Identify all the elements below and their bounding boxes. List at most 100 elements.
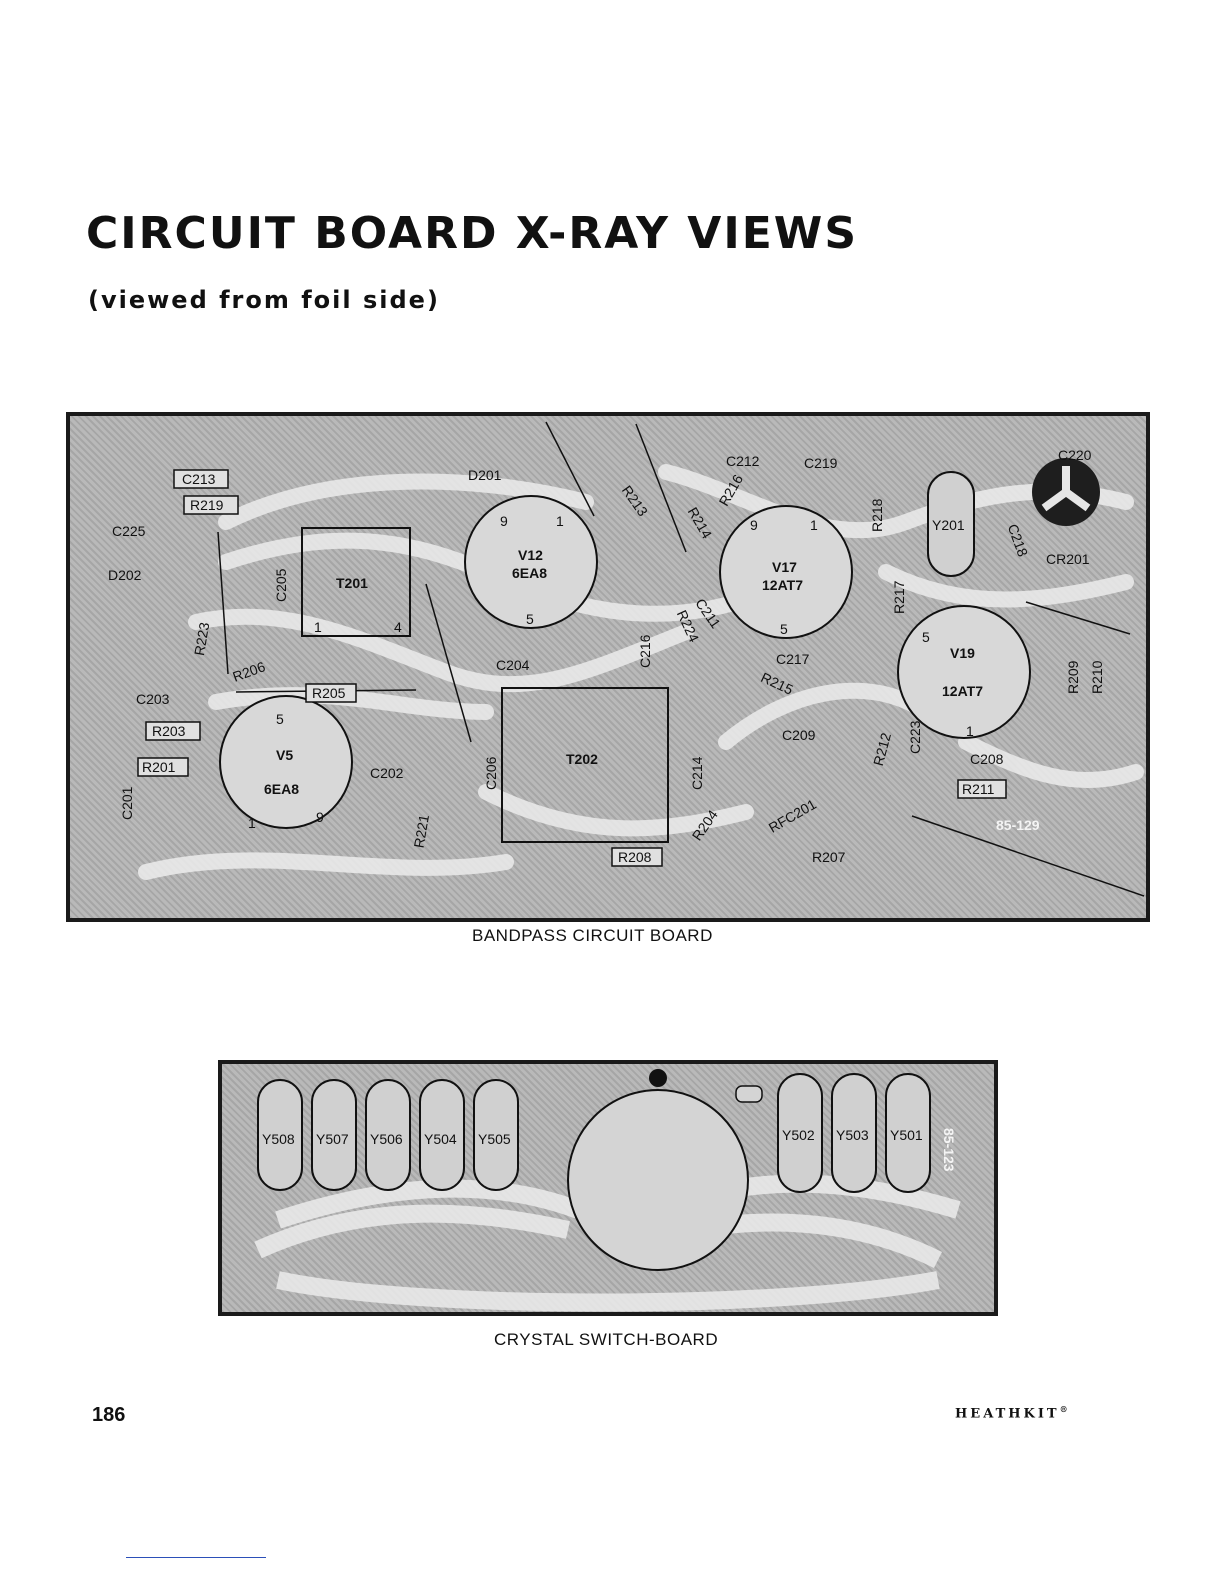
- crystal-label: Y505: [478, 1131, 511, 1147]
- resistor-outline: [137, 757, 189, 777]
- component-label: D202: [108, 567, 142, 583]
- component-label: C213: [182, 471, 216, 487]
- tube-pin-label: 9: [316, 809, 324, 825]
- tube-socket: [464, 495, 598, 629]
- crystal-label: Y501: [890, 1127, 923, 1143]
- footer-rule: [126, 1557, 266, 1558]
- brand-logo: HEATHKIT®: [955, 1404, 1068, 1421]
- component-label: R205: [312, 685, 346, 701]
- tube-socket: [219, 695, 353, 829]
- component-label: C204: [496, 657, 530, 673]
- component-label: C220: [1058, 447, 1092, 463]
- crystal-label: Y506: [370, 1131, 403, 1147]
- component-label: C214: [689, 756, 705, 790]
- tube-type-label: 12AT7: [762, 577, 803, 593]
- foil-traces: [138, 464, 1144, 880]
- component-label: R201: [142, 759, 176, 775]
- tube-type-label: 12AT7: [942, 683, 983, 699]
- tube-ref-label: V19: [950, 645, 975, 661]
- page-subtitle: (viewed from foil side): [88, 286, 440, 314]
- component-label: R207: [812, 849, 846, 865]
- bandpass-board-drawing: V12 6EA8 9 1 5 V17 12AT7 9 1 5 V19 12AT7…: [108, 421, 1145, 897]
- transformer-outline: [501, 687, 669, 843]
- component-label: R212: [870, 731, 894, 768]
- transformer-label: T202: [566, 751, 598, 767]
- tube-pin-label: 9: [750, 517, 758, 533]
- crystal-outline: [831, 1073, 877, 1193]
- component-label: R206: [230, 658, 267, 685]
- crystal-outline: [885, 1073, 931, 1193]
- crystal-row-left: Y508 Y507 Y506 Y504 Y505: [257, 1079, 519, 1191]
- page-number: 186: [92, 1404, 126, 1426]
- crystal-label: Y201: [932, 517, 965, 533]
- tube-type-label: 6EA8: [512, 565, 547, 581]
- tube-pin-label: 1: [810, 517, 818, 533]
- tube-pin-label: 1: [556, 513, 564, 529]
- component-label: R218: [869, 498, 885, 532]
- component-label: C202: [370, 765, 404, 781]
- tube-socket: [719, 505, 853, 639]
- crystal-outline: [419, 1079, 465, 1191]
- component-label: R221: [411, 813, 433, 849]
- component-label: R213: [619, 482, 651, 519]
- crystal-outline: [257, 1079, 303, 1191]
- component-label: R210: [1089, 660, 1105, 694]
- crystal-outline: [473, 1079, 519, 1191]
- tube-pin-label: 5: [922, 629, 930, 645]
- component-label: R211: [962, 781, 995, 797]
- crystal-outline: [365, 1079, 411, 1191]
- board-number: 85-123: [941, 1128, 957, 1172]
- switch-lug-icon: [735, 1085, 763, 1103]
- transformer-outline: [301, 527, 411, 637]
- tube-pin-label: 9: [500, 513, 508, 529]
- component-label: D201: [468, 467, 502, 483]
- component-label: C203: [136, 691, 170, 707]
- component-label: C225: [112, 523, 146, 539]
- resistor-outline: [305, 683, 357, 703]
- bandpass-board-caption: BANDPASS CIRCUIT BOARD: [472, 926, 713, 945]
- rotary-switch-outline: [567, 1089, 749, 1271]
- switch-index-dot-icon: [649, 1069, 667, 1087]
- component-label: C201: [119, 786, 135, 820]
- component-label: R209: [1065, 660, 1081, 694]
- component-label: R214: [685, 504, 716, 541]
- crystal-switch-board-figure: Y508 Y507 Y506 Y504 Y505 Y502 Y503 Y501 …: [218, 1060, 998, 1316]
- tube-pin-label: 5: [780, 621, 788, 637]
- crystal-label: Y507: [316, 1131, 349, 1147]
- component-label: RFC201: [766, 796, 819, 836]
- component-label: R203: [152, 723, 186, 739]
- tube-type-label: 6EA8: [264, 781, 299, 797]
- registered-mark: ®: [1059, 1404, 1068, 1414]
- crystal-outline: [927, 471, 975, 577]
- component-label: R219: [190, 497, 224, 513]
- component-label: CR201: [1046, 551, 1090, 567]
- resistor-outline: [183, 495, 239, 515]
- crystal-switch-board-drawing: Y508 Y507 Y506 Y504 Y505 Y502 Y503 Y501 …: [254, 1069, 961, 1312]
- component-label: C208: [970, 751, 1004, 767]
- component-label: C218: [1005, 522, 1032, 559]
- tube-socket: [897, 605, 1031, 739]
- brand-name: HEATHKIT: [955, 1406, 1060, 1422]
- transformer-label: T201: [336, 575, 368, 591]
- tube-pin-label: 5: [526, 611, 534, 627]
- transformer-pin-label: 4: [394, 619, 402, 635]
- component-label: C217: [776, 651, 810, 667]
- tube-ref-label: V12: [518, 547, 543, 563]
- crystal-row-right: Y502 Y503 Y501: [777, 1073, 931, 1193]
- component-label: C223: [907, 720, 923, 754]
- tube-pin-label: 1: [966, 723, 974, 739]
- component-label: C209: [782, 727, 816, 743]
- tube-ref-label: V17: [772, 559, 797, 575]
- bandpass-board-figure: V12 6EA8 9 1 5 V17 12AT7 9 1 5 V19 12AT7…: [66, 412, 1150, 922]
- crystal-label: Y502: [782, 1127, 815, 1143]
- component-label: R215: [759, 669, 796, 698]
- tube-ref-label: V5: [276, 747, 293, 763]
- component-label: C206: [483, 756, 499, 790]
- crystal-switch-board-caption: CRYSTAL SWITCH-BOARD: [494, 1330, 719, 1349]
- crystal-outline: [777, 1073, 823, 1193]
- component-label: C212: [726, 453, 760, 469]
- page-title: CIRCUIT BOARD X-RAY VIEWS: [86, 208, 859, 259]
- component-label: R208: [618, 849, 652, 865]
- crystal-label: Y508: [262, 1131, 295, 1147]
- resistor-outline: [957, 779, 1007, 799]
